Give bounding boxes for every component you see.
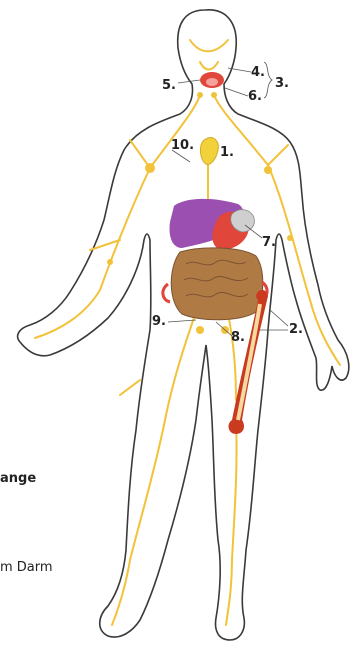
label-4: 4. — [251, 66, 265, 79]
label-2: 2. — [289, 323, 303, 336]
cropped-text-regular: m Darm — [0, 561, 53, 574]
cropped-text-bold: ange — [0, 472, 36, 485]
label-5: 5. — [162, 79, 176, 92]
intestines — [171, 248, 263, 320]
label-10: 10. — [171, 139, 194, 152]
label-9: 9. — [152, 315, 166, 328]
label-6: 6. — [248, 90, 262, 103]
label-8: 8. — [231, 331, 245, 344]
label-1: 1. — [220, 146, 234, 159]
label-7: 7. — [262, 236, 276, 249]
tongue — [206, 78, 218, 86]
label-3: 3. — [275, 77, 289, 90]
